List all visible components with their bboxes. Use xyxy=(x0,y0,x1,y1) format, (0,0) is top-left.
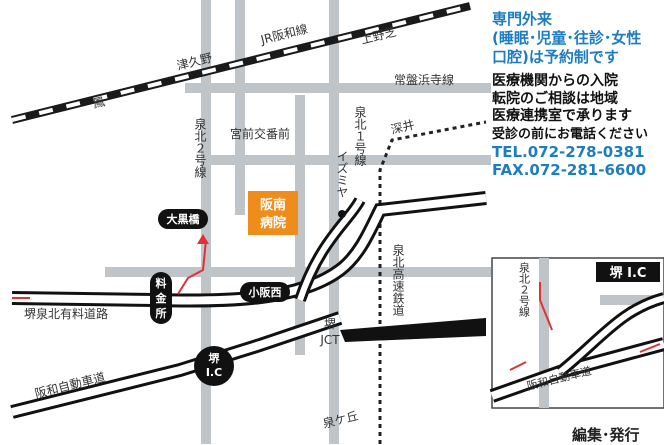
badge-kosaka: 小阪西 xyxy=(240,282,290,302)
panel-head-2: (睡眠･児童･往診･女性 xyxy=(492,29,642,47)
panel-line-4: 受診の前にお電話ください xyxy=(492,126,649,142)
badge-sakai-ic-2: I.C xyxy=(206,366,222,379)
badge-ryokin-1: 料 xyxy=(156,276,167,290)
label-sakai-senboku-toll: 堺泉北有料道路 xyxy=(24,306,108,321)
badge-ryokin-3: 所 xyxy=(156,306,167,320)
inset-title: 堺 I.C xyxy=(610,265,647,281)
panel-tel: TEL.072-278-0381 xyxy=(492,143,645,161)
badge-ryokin: 料 金 所 xyxy=(150,272,172,324)
badge-kosaka-text: 小阪西 xyxy=(248,285,282,299)
jr-hanwa-railway xyxy=(11,2,471,124)
map-background xyxy=(8,0,486,444)
badge-sakai-ic-1: 堺 xyxy=(209,351,221,365)
hospital-label-2: 病院 xyxy=(260,215,286,231)
badge-oguro-text: 大黒橋 xyxy=(167,212,201,226)
label-tokiwahama: 常盤浜寺線 xyxy=(394,72,454,87)
route-highlight xyxy=(12,234,209,299)
label-sakai-jct-2: JCT xyxy=(319,333,340,347)
senboku-railway xyxy=(378,120,487,444)
footer-publisher: 編集･発行 xyxy=(572,426,640,444)
label-senboku2: 泉北２号線 xyxy=(193,118,207,178)
label-railway: 泉北高速鉄道 xyxy=(391,244,405,316)
label-miyamae: 宮前交番前 xyxy=(230,126,290,141)
panel-fax: FAX.072-281-6600 xyxy=(492,161,647,179)
inset-map: 堺 I.C 泉北２号線 阪和自動車道 xyxy=(489,257,664,409)
label-fukai: 深井 xyxy=(389,118,416,137)
arrow-icon xyxy=(197,234,209,244)
badge-ryokin-2: 金 xyxy=(155,291,168,305)
panel-line-1: 医療機関からの入院 xyxy=(492,73,618,89)
panel-head-1: 専門外来 xyxy=(492,10,553,28)
hospital-label-1: 阪南 xyxy=(260,197,286,213)
panel-line-2: 転院のご相談は地域 xyxy=(492,90,618,107)
hospital-marker: 阪南 病院 xyxy=(248,191,298,235)
label-sakai-jct-1: 堺 xyxy=(324,317,336,331)
label-senboku1: 泉北１号線 xyxy=(353,106,367,166)
badge-sakai-ic: 堺 I.C xyxy=(194,346,234,386)
label-otori: 鳳 xyxy=(91,94,106,110)
info-panel: 専門外来 (睡眠･児童･往診･女性 口腔)は予約制です 医療機関からの入院 転院… xyxy=(492,10,664,260)
panel-head-3: 口腔)は予約制です xyxy=(492,48,619,66)
inset-route-label: 泉北２号線 xyxy=(518,261,531,317)
panel-line-3: 医療連携室で承ります xyxy=(492,108,632,124)
badge-oguro: 大黒橋 xyxy=(158,209,208,229)
izumiya-dot xyxy=(338,210,346,218)
label-izumiya: イズミヤ xyxy=(335,150,349,198)
